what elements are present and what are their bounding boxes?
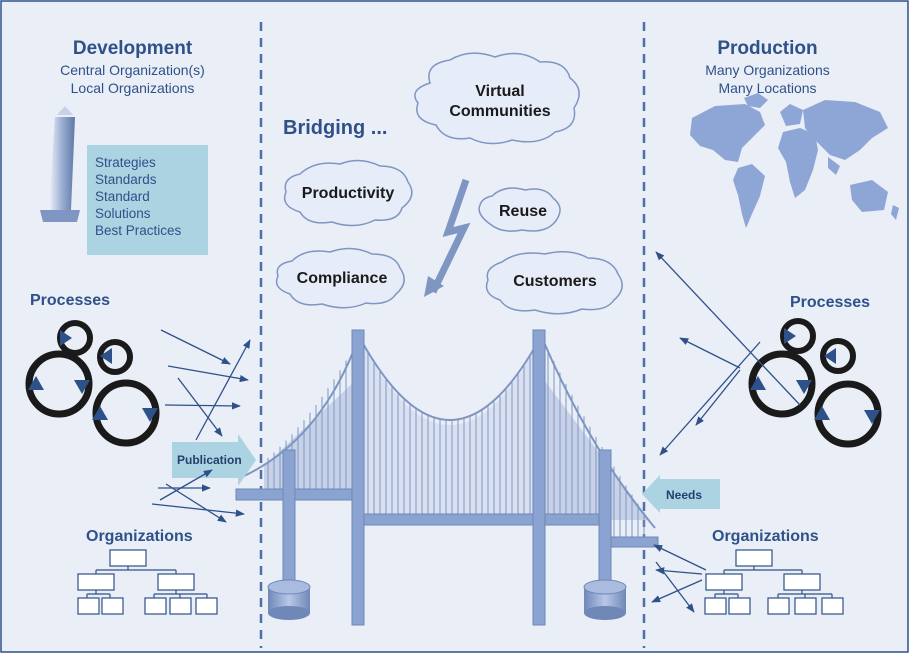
bridge-main-cable (360, 339, 540, 421)
cloud-reuse-label: Reuse (498, 203, 548, 220)
development-line1: Central Organization(s) (60, 62, 205, 78)
asset-standard: Standard (95, 189, 150, 204)
cloud-compliance-label: Compliance (296, 270, 388, 287)
asset-solutions: Solutions (95, 206, 151, 221)
assets-list: Strategies Standards Standard Solutions … (95, 154, 181, 239)
bridge-main-deck (357, 513, 611, 526)
cloud-virtual-communities (414, 52, 580, 145)
bridging-title: Bridging ... (283, 117, 388, 139)
bridge-tower-left (351, 329, 365, 626)
right-org-chart-icon (704, 549, 844, 615)
obelisk-icon (40, 106, 80, 222)
cloud-reuse (478, 187, 561, 232)
lightning-arrow-icon (424, 178, 471, 297)
development-title: Development (72, 38, 193, 59)
virtual-text: Virtual (475, 83, 525, 100)
bridge-right-cable (542, 339, 656, 529)
bridge (235, 329, 659, 626)
bridge-pier-right-column (598, 449, 612, 586)
cloud-productivity (283, 159, 413, 227)
asset-strategies: Strategies (95, 155, 156, 170)
bridge-pier-right-base (583, 579, 627, 620)
asset-best-practices: Best Practices (95, 223, 182, 238)
right-process-cycles-icon (748, 318, 882, 448)
asset-standards: Standards (95, 172, 157, 187)
left-organizations-label: Organizations (86, 528, 193, 545)
bridge-right-deck (609, 536, 659, 548)
cloud-compliance (275, 247, 405, 309)
bridge-pier-left-column (282, 449, 296, 586)
needs-arrow (642, 475, 720, 513)
bridge-left-deck (235, 488, 357, 501)
left-process-cycles-icon (25, 320, 160, 447)
production-line2: Many Locations (718, 80, 817, 96)
right-process-arrows (651, 251, 801, 613)
left-org-chart-icon (77, 549, 218, 615)
bridge-main-hangers (360, 340, 540, 520)
assets-box (87, 145, 208, 255)
development-line2: Local Organizations (70, 80, 195, 96)
production-title: Production (717, 38, 818, 59)
right-organizations-label: Organizations (712, 528, 819, 545)
right-processes-label: Processes (790, 294, 871, 311)
bridge-right-truss (544, 380, 650, 520)
bridge-left-cable (243, 341, 358, 477)
publication-label: Publication (177, 453, 242, 467)
publication-arrow (172, 434, 256, 486)
left-process-arrows (151, 329, 251, 523)
production-line1: Many Organizations (705, 62, 830, 78)
needs-label: Needs (666, 488, 703, 502)
cloud-productivity-label: Productivity (301, 185, 395, 202)
cloud-virtual-communities-label: Virtual Communities (420, 82, 580, 122)
world-map-icon (690, 93, 899, 228)
cloud-customers (485, 251, 623, 315)
bridge-pier-left-base (267, 579, 311, 620)
bridge-tower-right (532, 329, 546, 626)
communities-text: Communities (449, 103, 551, 120)
left-processes-label: Processes (30, 292, 111, 309)
cloud-customers-label: Customers (513, 273, 597, 290)
